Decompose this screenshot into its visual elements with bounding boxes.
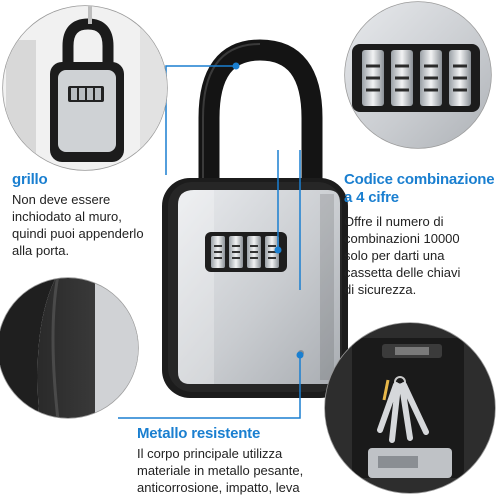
feature-metal-line: anticorrosione, impatto, leva: [137, 480, 300, 495]
feature-shackle-line: Non deve essere: [12, 192, 111, 207]
feature-code-title: Codice combinazione a 4 cifre: [344, 171, 500, 207]
feature-code-line: combinazioni 10000: [344, 231, 460, 246]
feature-shackle-line: alla porta.: [12, 243, 70, 258]
detail-circle-hanging: [2, 5, 168, 171]
lock-body: [162, 178, 348, 398]
feature-metal-title: Metallo resistente: [137, 425, 261, 442]
feature-shackle: grillo Non deve essere inchiodato al mur…: [12, 171, 177, 259]
feature-code-description: Offre il numero di combinazioni 10000 so…: [344, 213, 500, 298]
feature-metal-description: Il corpo principale utilizza materiale i…: [137, 445, 337, 496]
shackle-graphic: [198, 39, 323, 200]
feature-code-title-line: Codice combinazione: [344, 171, 495, 188]
callout-lines: [118, 62, 304, 419]
feature-shackle-title: grillo: [12, 171, 48, 188]
feature-metal: Metallo resistente Il corpo principale u…: [137, 425, 337, 496]
feature-code-line: di sicurezza.: [344, 282, 417, 297]
feature-code-line: cassetta delle chiavi: [344, 265, 461, 280]
detail-circle-dial: [344, 1, 492, 149]
feature-code-line: Offre il numero di: [344, 214, 444, 229]
dial-wheels: [211, 236, 279, 268]
feature-metal-line: materiale in metallo pesante,: [137, 463, 304, 478]
feature-code-title-line: a 4 cifre: [344, 189, 399, 206]
feature-shackle-line: inchiodato al muro,: [12, 209, 122, 224]
feature-metal-line: Il corpo principale utilizza: [137, 446, 283, 461]
detail-circle-keys: [324, 322, 496, 494]
feature-shackle-line: quindi puoi appenderlo: [12, 226, 144, 241]
feature-code: Codice combinazione a 4 cifre Offre il n…: [344, 171, 500, 298]
detail-circle-metal: [0, 277, 139, 419]
feature-code-line: solo per darti una: [344, 248, 445, 263]
feature-shackle-description: Non deve essere inchiodato al muro, quin…: [12, 191, 177, 259]
